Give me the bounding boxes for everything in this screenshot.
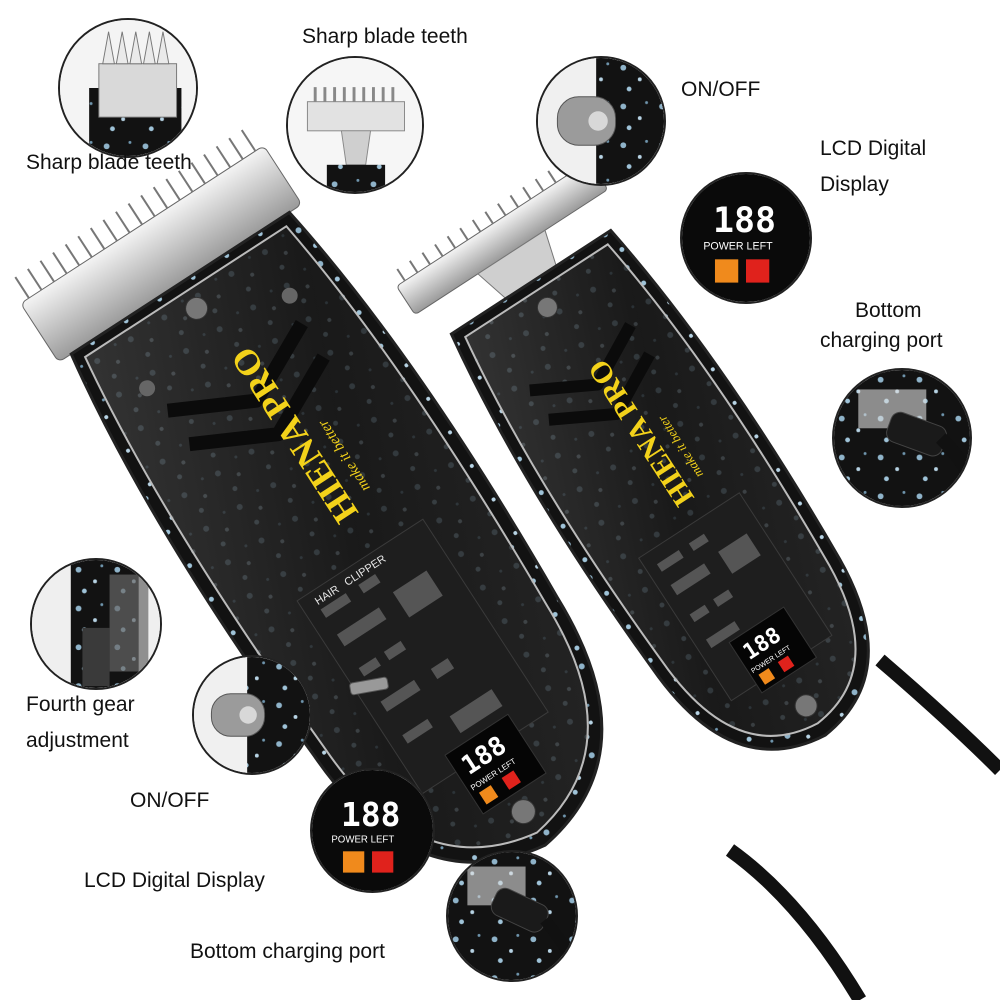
detail-circle-blade-teeth-large [58, 18, 198, 158]
small-clipper-lcd: 188 POWER LEFT [728, 606, 818, 694]
detail-circle-charging-top [832, 368, 972, 508]
power-switch-detail-image [538, 58, 664, 184]
lcd-detail-image-top: 188 POWER LEFT [682, 174, 810, 302]
charging-cable-large [725, 844, 867, 1000]
lcd-top-caption: POWER LEFT [703, 241, 773, 253]
blade-teeth-detail-image [60, 20, 196, 156]
small-clipper: HIENA PRO make it better 188 POWER LEFT [396, 154, 870, 751]
label-on-off-bottom: ON/OFF [130, 789, 210, 812]
battery-icon [342, 851, 365, 873]
label-lcd-top-line2: Display [820, 173, 889, 196]
detail-circle-on-off-bottom [192, 655, 312, 775]
label-lcd-top-line1: LCD Digital [820, 137, 927, 160]
detail-circle-gear [30, 558, 162, 690]
detail-circle-blade-teeth-small [286, 56, 424, 194]
detail-circle-on-off-top [536, 56, 666, 186]
label-lcd-bottom: LCD Digital Display [84, 869, 265, 892]
plug-icon [372, 851, 394, 873]
gear-lever-detail-image [32, 560, 160, 688]
label-blade-teeth-top: Sharp blade teeth [302, 25, 468, 48]
large-clipper-blade-teeth [14, 129, 257, 299]
large-clipper: HIENA PRO make it better HAIR CLIPPER 18… [14, 129, 604, 864]
lcd-bottom-caption: POWER LEFT [331, 835, 394, 846]
label-charging-top-line2: charging port [820, 329, 943, 352]
charging-cable-small [875, 654, 1000, 775]
label-on-off-top: ON/OFF [681, 78, 761, 101]
lcd-top-digits: 188 [713, 201, 776, 241]
label-charging-bottom: Bottom charging port [190, 940, 385, 963]
detail-circle-lcd-top: 188 POWER LEFT [680, 172, 812, 304]
label-gear-line2: adjustment [26, 729, 129, 752]
charging-port-detail-image-bottom [448, 852, 576, 980]
lcd-detail-image-bottom: 188 POWER LEFT [312, 770, 433, 891]
power-switch-detail-image-bottom [194, 657, 310, 773]
detail-circle-lcd-bottom: 188 POWER LEFT [310, 768, 435, 893]
label-gear-line1: Fourth gear [26, 693, 135, 716]
large-clipper-gear-lever [349, 676, 389, 696]
lcd-bottom-digits: 188 [341, 795, 400, 834]
label-blade-teeth-left: Sharp blade teeth [26, 151, 192, 174]
label-charging-top-line1: Bottom [855, 299, 922, 322]
t-blade-detail-image [288, 58, 422, 192]
charging-port-detail-image-top [834, 370, 970, 506]
plug-icon [746, 259, 770, 283]
battery-icon [714, 259, 739, 283]
detail-circle-charging-bottom [446, 850, 578, 982]
